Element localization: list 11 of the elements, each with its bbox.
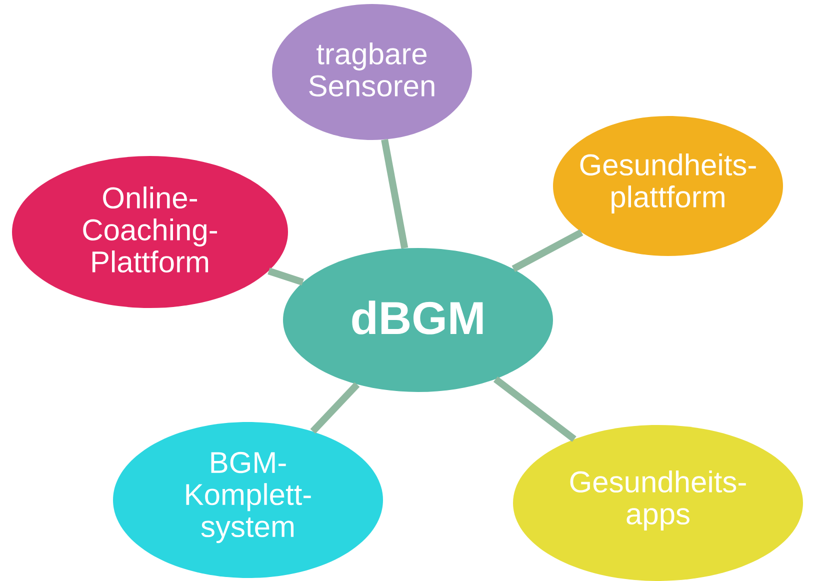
ellipse-node: dBGM [283, 248, 553, 392]
connector-line [310, 382, 360, 434]
connector-line [381, 139, 408, 249]
ellipse-node: tragbare Sensoren [272, 4, 472, 140]
connector-line [493, 376, 576, 442]
ellipse-node: Gesundheits- plattform [553, 116, 783, 256]
connector-line [512, 229, 584, 272]
ellipse-node: Online- Coaching- Plattform [12, 156, 288, 308]
ellipse-node: Gesundheits- apps [513, 425, 803, 581]
connector-line [268, 268, 304, 286]
ellipse-node: BGM- Komplett- system [113, 422, 383, 578]
